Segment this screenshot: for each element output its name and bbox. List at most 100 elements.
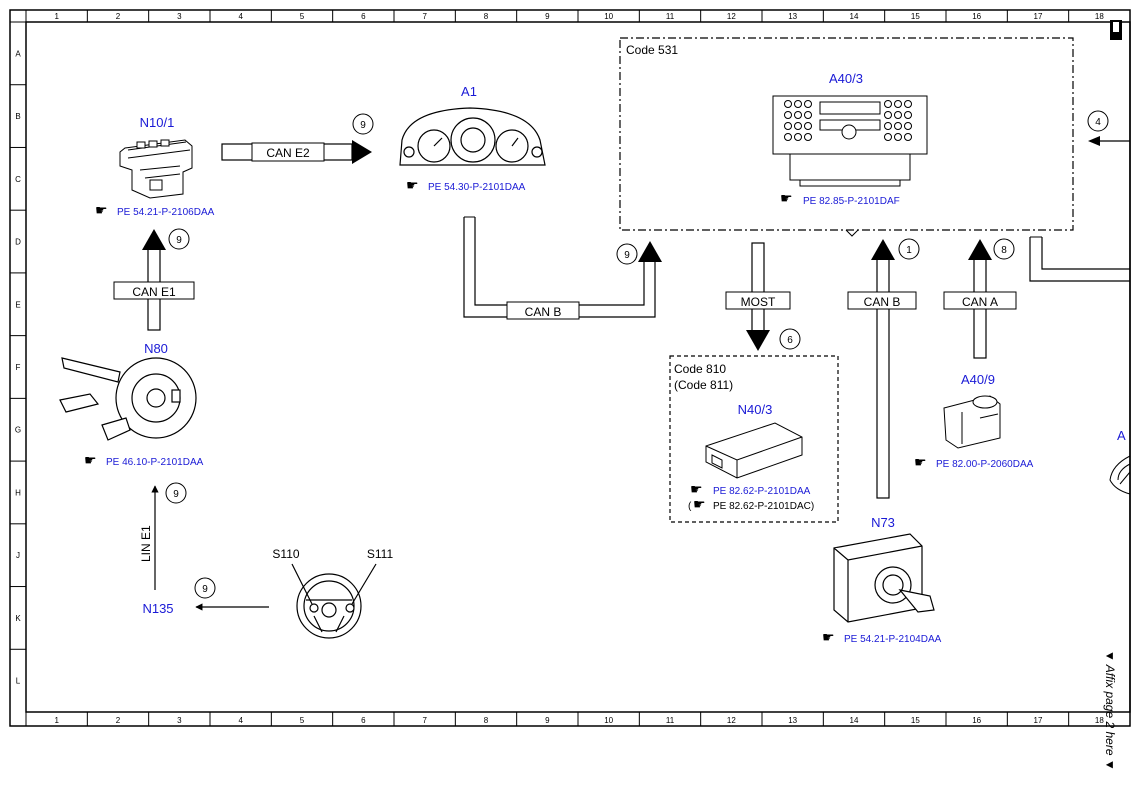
column-label: 17 (1034, 12, 1043, 21)
head-unit-button (804, 111, 812, 119)
n10-1-component: N10/1 ☛ PE 54.21-P-2106DAA (95, 115, 215, 218)
a40-3-ref-icon: ☛ (780, 190, 793, 206)
affix-note: ▼ Affix page 2 here ▼ (1103, 650, 1117, 771)
row-label: G (15, 426, 21, 435)
n40-3-ref2: PE 82.62-P-2101DAC) (713, 501, 814, 512)
n80-ref: PE 46.10-P-2101DAA (106, 457, 204, 468)
n73-ref-icon: ☛ (822, 629, 835, 645)
head-unit-icon (772, 95, 928, 187)
column-label: 12 (727, 716, 736, 725)
n10-1-ref: PE 54.21-P-2106DAA (117, 207, 215, 218)
head-unit-button (884, 111, 892, 119)
n73-marker: 1 (906, 245, 912, 256)
column-label: 4 (238, 12, 243, 21)
column-label: 2 (116, 716, 121, 725)
row-label: H (15, 488, 21, 497)
instrument-cluster-icon (399, 107, 546, 166)
n80-component: N80 ☛ PE 46.10-P-2101DAA (59, 341, 204, 468)
head-unit-button (894, 122, 902, 130)
column-label: 2 (116, 12, 121, 21)
column-label: 12 (727, 12, 736, 21)
head-unit-button (784, 122, 792, 130)
code-531-label: Code 531 (626, 43, 678, 57)
n40-3-ref-icon: ☛ (690, 481, 703, 497)
head-unit-buttons (784, 100, 912, 141)
column-label: 16 (972, 12, 981, 21)
column-label: 14 (850, 12, 859, 21)
n10-1-connector-icon (119, 139, 193, 199)
can-a-bus: CAN A 8 (943, 238, 1017, 359)
s111-label: S111 (367, 547, 394, 561)
head-unit-button (884, 100, 892, 108)
lin-e1-label: LIN E1 (139, 525, 153, 562)
cut-off-label: A (1117, 428, 1126, 443)
column-label: 8 (484, 12, 489, 21)
n135-marker: 9 (202, 584, 208, 595)
column-label: 6 (361, 716, 366, 725)
a40-9-marker: 8 (1001, 245, 1007, 256)
head-unit-button (894, 111, 902, 119)
column-label: 4 (238, 716, 243, 725)
can-b-n73-label: CAN B (864, 295, 901, 309)
column-label: 18 (1095, 716, 1104, 725)
column-label: 5 (300, 12, 305, 21)
n73-component: N73 ☛ PE 54.21-P-2104DAA (822, 515, 942, 645)
a40-9-label: A40/9 (961, 372, 995, 387)
column-grid: 1122334455667788991010111112121313141415… (25, 10, 1104, 726)
lin-e1-line: LIN E1 9 (139, 482, 187, 590)
row-label: D (15, 238, 21, 247)
can-e1-label: CAN E1 (132, 285, 176, 299)
steering-column-module-icon (59, 357, 197, 441)
column-label: 6 (361, 12, 366, 21)
column-label: 15 (911, 12, 920, 21)
column-label: 1 (54, 12, 59, 21)
most-label: MOST (741, 295, 776, 309)
n135-label: N135 (142, 601, 173, 616)
a40-3-ref: PE 82.85-P-2101DAF (803, 196, 900, 207)
n10-1-label: N10/1 (140, 115, 175, 130)
most-marker: 6 (787, 335, 793, 346)
n73-ref: PE 54.21-P-2104DAA (844, 634, 942, 645)
n40-3-ref2-icon: ☛ (693, 496, 706, 512)
a40-9-ref: PE 82.00-P-2060DAA (936, 459, 1034, 470)
column-label: 10 (604, 716, 613, 725)
column-label: 5 (300, 716, 305, 725)
head-unit-button (794, 100, 802, 108)
row-label: F (16, 363, 21, 372)
can-e2-label: CAN E2 (266, 146, 310, 160)
can-a-label: CAN A (962, 295, 998, 309)
controller-knob-icon (943, 395, 1001, 449)
column-label: 7 (422, 12, 427, 21)
head-unit-button (794, 133, 802, 141)
n40-3-ref: PE 82.62-P-2101DAA (713, 486, 811, 497)
row-label: C (15, 175, 21, 184)
n73-label: N73 (871, 515, 895, 530)
ignition-switch-icon (833, 533, 935, 623)
steering-wheel-icon (291, 563, 377, 639)
column-label: 7 (422, 716, 427, 725)
right-side-connection: 4 (1029, 20, 1130, 282)
column-label: 8 (484, 716, 489, 725)
column-label: 1 (54, 716, 59, 725)
head-unit-button (884, 122, 892, 130)
can-b-a1-bus: CAN B 9 (463, 216, 662, 320)
row-label: E (15, 300, 20, 309)
code-811-label: (Code 811) (674, 378, 733, 392)
code-810-box: Code 810 (Code 811) N40/3 ☛ PE 82.62-P-2… (669, 355, 839, 523)
column-label: 15 (911, 716, 920, 725)
can-b-a1-marker: 9 (624, 250, 630, 261)
column-label: 13 (788, 716, 797, 725)
column-label: 18 (1095, 12, 1104, 21)
can-e1-bus: CAN E1 9 (113, 228, 195, 331)
head-unit-button (894, 100, 902, 108)
a40-9-ref-icon: ☛ (914, 454, 927, 470)
head-unit-button (894, 133, 902, 141)
column-label: 16 (972, 716, 981, 725)
column-label: 14 (850, 716, 859, 725)
n40-3-ref2-prefix: ( (688, 501, 692, 512)
a40-3-label: A40/3 (829, 71, 863, 86)
n80-label: N80 (144, 341, 168, 356)
column-label: 11 (666, 716, 675, 725)
code-531-box: Code 531 A40/3 ☛ PE 82.85-P-2101DAF (619, 37, 1074, 237)
